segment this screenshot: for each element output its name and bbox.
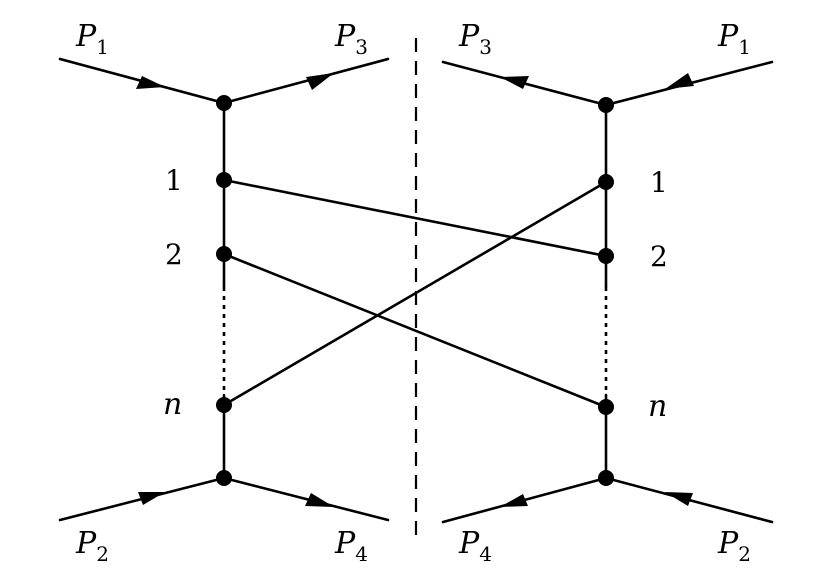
label-right-p2: P2	[717, 526, 751, 566]
arrow-right-p3	[500, 76, 529, 89]
vertex-label-left-1: 1	[165, 164, 183, 197]
exchange-line-2-n	[222, 252, 608, 409]
arrow-left-p2	[138, 492, 165, 505]
vertex-right-2	[598, 248, 614, 264]
left-leg-p3	[222, 57, 390, 105]
vertex-right-bottom	[598, 470, 614, 486]
arrow-right-p4	[500, 494, 528, 507]
label-right-p1: P1	[717, 19, 751, 59]
label-left-p2: P2	[75, 526, 109, 566]
arrow-left-p1	[136, 76, 165, 89]
vertex-label-right-1: 1	[650, 166, 668, 199]
label-right-p4: P4	[458, 526, 492, 566]
vertex-label-right-2: 2	[650, 240, 668, 273]
vertex-label-left-n: n	[163, 387, 182, 422]
vertex-left-top	[216, 95, 232, 111]
vertex-left-n	[216, 397, 232, 413]
label-left-p1: P1	[75, 19, 109, 59]
left-leg-p4	[222, 476, 390, 522]
exchange-line-1-2	[222, 178, 608, 258]
arrow-left-p3	[306, 73, 334, 90]
vertex-label-right-n: n	[648, 389, 667, 424]
arrow-right-p1	[665, 73, 694, 89]
arrow-right-p2	[665, 492, 693, 506]
vertex-label-left-2: 2	[165, 238, 183, 271]
vertex-right-n	[598, 399, 614, 415]
vertex-left-1	[216, 172, 232, 188]
label-left-p4: P4	[334, 526, 368, 566]
exchange-line-n-1	[222, 180, 608, 407]
label-left-p3: P3	[334, 19, 368, 59]
vertex-right-1	[598, 174, 614, 190]
vertex-left-2	[216, 246, 232, 262]
vertex-left-bottom	[216, 470, 232, 486]
label-right-p3: P3	[458, 19, 492, 59]
arrow-left-p4	[305, 493, 334, 507]
vertex-right-top	[598, 97, 614, 113]
